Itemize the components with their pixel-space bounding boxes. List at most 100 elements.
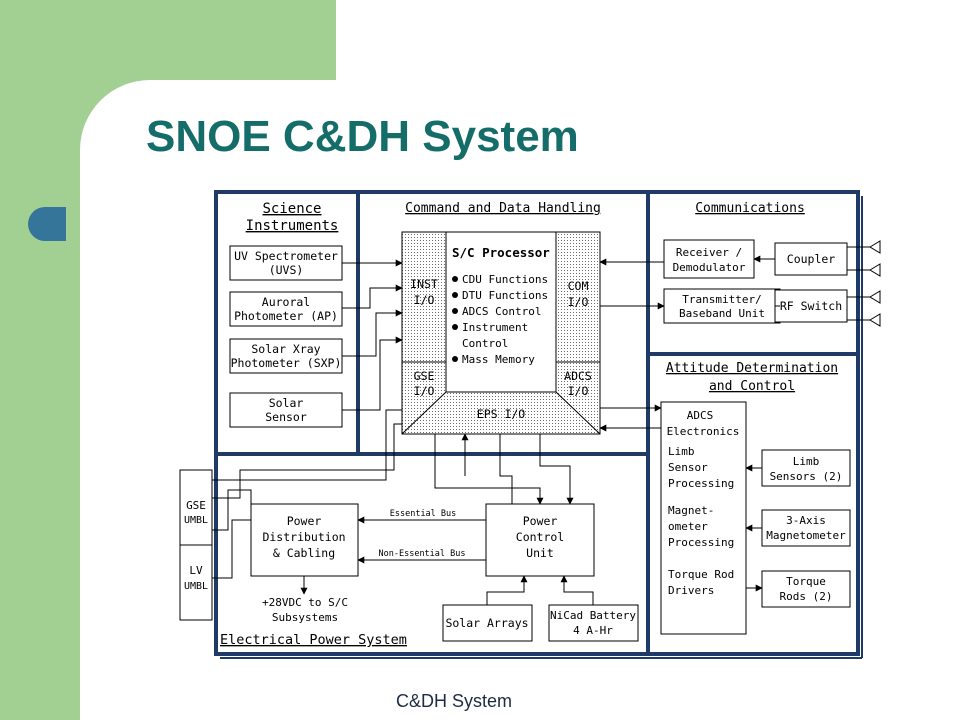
cdh-section: Command and Data Handling S/C Processor … xyxy=(401,201,601,435)
science-heading-line1: Science xyxy=(262,201,321,217)
umbilical-to-gse-io xyxy=(212,423,402,499)
pcu-label-line1: Power xyxy=(523,514,558,528)
lv-umbilical-label-line2: UMBL xyxy=(184,581,208,592)
limb-processing-line2: Sensor xyxy=(668,461,708,474)
pdc-label-line2: Distribution xyxy=(262,530,345,544)
magnetometer-label-line2: Magnetometer xyxy=(766,529,846,542)
eps-io-to-pcu-mid xyxy=(434,434,544,505)
processor-title: S/C Processor xyxy=(452,245,550,260)
com-io-label-line2: I/O xyxy=(568,295,589,309)
adcs-electronics-title-line2: Electronics xyxy=(667,425,740,438)
gse-umbilical-label-line1: GSE xyxy=(186,499,206,512)
eps-io-to-pcu-right xyxy=(539,434,574,505)
magnetometer-label-line1: 3-Axis xyxy=(786,514,826,527)
nicad-battery-box xyxy=(548,604,639,642)
adcs-section: Attitude Determination and Control ADCS … xyxy=(660,361,851,635)
receiver-label-line2: Demodulator xyxy=(673,261,746,274)
essential-bus-label: Essential Bus xyxy=(390,509,457,519)
receiver-label-line1: Receiver / xyxy=(676,246,742,259)
pcu-label-line2: Control xyxy=(516,530,564,544)
adcs-electronics-box xyxy=(660,401,747,635)
function-item: Mass Memory xyxy=(462,353,535,366)
battery-label-line2: 4 A-Hr xyxy=(573,624,613,637)
pcu-label-line3: Unit xyxy=(526,546,554,560)
decorative-tab-gap xyxy=(80,207,128,241)
solar-sensor-box xyxy=(229,392,343,428)
ap-label-line1: Auroral xyxy=(262,295,310,309)
adcs-electronics-title-line1: ADCS xyxy=(687,409,714,422)
adcs-io-label-line2: I/O xyxy=(568,384,589,398)
science-instruments-section: Science Instruments UV Spectrometer (UVS… xyxy=(229,201,343,428)
slide-footer: C&DH System xyxy=(396,691,513,711)
uvs-label-line2: (UVS) xyxy=(269,263,304,277)
antenna-icon xyxy=(869,240,881,254)
communications-section: Communications Receiver / Demodulator Tr… xyxy=(663,201,848,324)
mag-processing-line3: Processing xyxy=(668,536,734,549)
pdc-label-line3: & Cabling xyxy=(273,546,335,560)
function-item: ADCS Control xyxy=(462,305,541,318)
ap-box xyxy=(229,291,343,327)
battery-to-pcu xyxy=(560,575,594,605)
function-item: DTU Functions xyxy=(462,289,548,302)
decorative-tab-marker xyxy=(28,207,66,241)
antenna-icons xyxy=(847,240,881,327)
gse-umbilical-box xyxy=(179,469,213,546)
power-distribution-box xyxy=(250,503,359,577)
battery-label-line1: NiCad Battery xyxy=(550,609,636,622)
torque-drivers-line2: Drivers xyxy=(668,584,714,597)
antenna-icon xyxy=(869,263,881,277)
solar-sensor-label-line2: Sensor xyxy=(265,410,307,424)
sxp-to-inst-io xyxy=(342,309,403,357)
transmitter-label-line1: Transmitter/ xyxy=(682,293,761,306)
rf-switch-label: RF Switch xyxy=(780,299,842,313)
mag-processing-line1: Magnet- xyxy=(668,504,714,517)
torque-drivers-line1: Torque Rod xyxy=(668,568,734,581)
non-essential-bus-label: Non-Essential Bus xyxy=(379,549,466,559)
sxp-label-line1: Solar Xray xyxy=(251,342,320,356)
limb-sensors-box xyxy=(761,449,851,487)
mag-processing-line2: ometer xyxy=(668,520,708,533)
gse-umbilical-to-pdc xyxy=(212,489,252,531)
function-item: Control xyxy=(462,337,508,350)
connector-lines xyxy=(212,247,848,605)
limb-processing-line3: Processing xyxy=(668,477,734,490)
coupler-label: Coupler xyxy=(787,252,836,266)
solar-arrays-box xyxy=(442,604,533,642)
lv-umbilical-box xyxy=(179,544,213,621)
solar-arrays-label: Solar Arrays xyxy=(445,616,528,630)
processor-function-list: CDU Functions DTU Functions ADCS Control… xyxy=(452,273,548,366)
antenna-icon xyxy=(869,313,881,327)
gse-io-label-line1: GSE xyxy=(414,369,435,383)
function-item: CDU Functions xyxy=(462,273,548,286)
ap-label-line2: Photometer (AP) xyxy=(234,309,338,323)
eps-section: Power Distribution & Cabling Power Contr… xyxy=(220,503,639,648)
coupler-box xyxy=(774,242,848,276)
section-frame-shadows xyxy=(220,196,863,659)
limb-sensors-label-line1: Limb xyxy=(793,455,820,468)
inst-io-label-line1: INST xyxy=(410,277,438,291)
antenna-icon xyxy=(869,290,881,304)
torque-rods-label-line2: Rods (2) xyxy=(780,590,833,603)
eps-heading: Electrical Power System xyxy=(220,632,407,648)
science-heading-line2: Instruments xyxy=(246,218,339,234)
torque-rods-box xyxy=(761,570,851,608)
umbilicals: GSE UMBL LV UMBL xyxy=(179,469,213,621)
cdh-heading: Command and Data Handling xyxy=(405,201,601,216)
lv-umbilical-to-pdc xyxy=(212,519,251,579)
sxp-label-line2: Photometer (SXP) xyxy=(231,356,342,370)
gse-io-to-umbilical xyxy=(212,409,402,481)
eps-io-label: EPS I/O xyxy=(477,407,526,421)
rf-switch-box xyxy=(774,289,848,323)
adcs-heading-line2: and Control xyxy=(709,379,795,394)
eps-frame xyxy=(214,452,650,656)
gse-io-label-line2: I/O xyxy=(414,384,435,398)
adcs-heading-line1: Attitude Determination xyxy=(666,361,838,376)
magnetometer-box xyxy=(761,509,851,547)
ap-to-inst-io xyxy=(342,284,403,309)
limb-sensors-label-line2: Sensors (2) xyxy=(770,470,843,483)
transmitter-box xyxy=(663,288,781,324)
solar-sensor-label-line1: Solar xyxy=(269,396,304,410)
transmitter-label-line2: Baseband Unit xyxy=(679,307,765,320)
function-item: Instrument xyxy=(462,321,528,334)
sensor-to-inst-io xyxy=(342,336,403,411)
